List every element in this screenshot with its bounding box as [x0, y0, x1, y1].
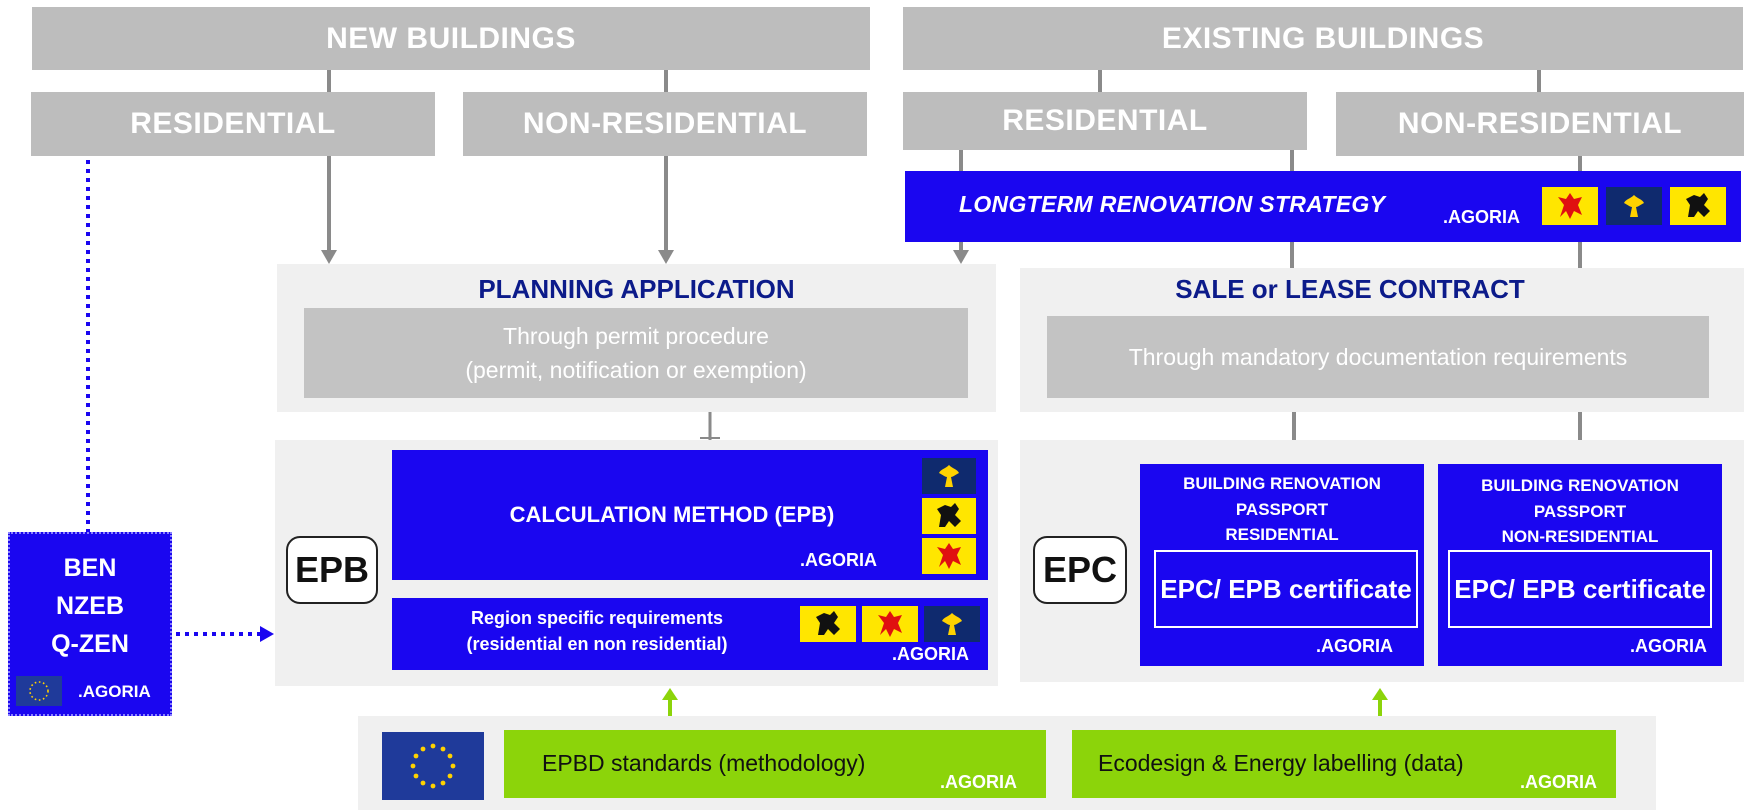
arrowhead-new-nonres — [658, 250, 674, 264]
region-agoria-logo: .AGORIA — [892, 644, 970, 664]
sale-lease-title: SALE or LEASE CONTRACT — [1175, 274, 1525, 304]
epc-certificate-res: EPC/ EPB certificate — [1154, 550, 1418, 628]
new-buildings-header: NEW BUILDINGS — [32, 7, 870, 70]
calculation-method-box: CALCULATION METHOD (EPB) .AGORIA — [392, 450, 988, 580]
existing-non-residential-header: NON-RESIDENTIAL — [1336, 92, 1744, 156]
passport-nonres-line1: BUILDING RENOVATION — [1481, 476, 1679, 495]
bottom-standards-panel: EPBD standards (methodology) .AGORIA Eco… — [358, 716, 1656, 810]
documentation-requirements-text: Through mandatory documentation requirem… — [1128, 344, 1628, 370]
green-arrowhead-epbd — [662, 688, 678, 700]
ben-nzeb-qzen-box: BEN NZEB Q-ZEN .AGORIA — [8, 532, 172, 716]
new-non-residential-header: NON-RESIDENTIAL — [463, 92, 867, 156]
existing-buildings-header: EXISTING BUILDINGS — [903, 7, 1743, 70]
epbd-standards-label: EPBD standards (methodology) — [542, 750, 866, 776]
qzen-label: Q-ZEN — [51, 630, 129, 658]
arrowhead-new-res — [321, 250, 337, 264]
eu-flag-icon — [16, 676, 62, 706]
region-specific-line1: Region specific requirements — [470, 608, 724, 628]
passport-nonres-line2: PASSPORT — [1533, 502, 1627, 521]
renovation-strategy-bar: LONGTERM RENOVATION STRATEGY .AGORIA — [905, 171, 1741, 242]
ecodesign-energy-label: Ecodesign & Energy labelling (data) — [1098, 750, 1464, 776]
calculation-method-title: CALCULATION METHOD (EPB) — [509, 502, 835, 527]
new-residential-header: RESIDENTIAL — [31, 92, 435, 156]
flanders-flag-icon — [922, 498, 976, 534]
wallonia-flag-icon — [862, 606, 918, 642]
passport-res-line3: RESIDENTIAL — [1225, 525, 1339, 544]
epc-panel: EPC BUILDING RENOVATION PASSPORT RESIDEN… — [1020, 440, 1744, 682]
epb-badge: EPB — [286, 536, 378, 604]
permit-procedure-line2: (permit, notification or exemption) — [465, 357, 807, 383]
documentation-requirements-box: Through mandatory documentation requirem… — [1047, 316, 1709, 398]
passport-nonres-agoria-logo: .AGORIA — [1630, 636, 1708, 656]
passport-res-line2: PASSPORT — [1235, 500, 1329, 519]
nzeb-label: NZEB — [55, 592, 125, 620]
eu-flag-icon — [382, 732, 484, 800]
planning-application-title: PLANNING APPLICATION — [478, 274, 795, 304]
brussels-flag-icon — [924, 606, 980, 642]
sale-lease-panel: SALE or LEASE CONTRACT Through mandatory… — [1020, 268, 1744, 412]
epc-badge: EPC — [1033, 536, 1127, 604]
arrowhead-existing-res — [953, 250, 969, 264]
arrowhead-ben — [260, 626, 274, 642]
renovation-agoria-logo: .AGORIA — [1443, 207, 1521, 227]
region-specific-box: Region specific requirements (residentia… — [392, 598, 988, 670]
existing-residential-header: RESIDENTIAL — [903, 92, 1307, 150]
permit-procedure-box: Through permit procedure (permit, notifi… — [304, 308, 968, 398]
renovation-passport-non-residential: BUILDING RENOVATION PASSPORT NON-RESIDEN… — [1438, 464, 1722, 666]
brussels-flag-icon — [1606, 187, 1662, 225]
epb-panel: EPB CALCULATION METHOD (EPB) .AGORIA Reg… — [275, 440, 998, 686]
passport-nonres-line3: NON-RESIDENTIAL — [1501, 527, 1659, 546]
ben-label: BEN — [63, 554, 117, 582]
brussels-flag-icon — [922, 458, 976, 494]
permit-procedure-line1: Through permit procedure — [503, 323, 769, 349]
ecodesign-agoria-logo: .AGORIA — [1520, 772, 1598, 792]
epc-certificate-nonres: EPC/ EPB certificate — [1448, 550, 1712, 628]
green-arrowhead-ecodesign — [1372, 688, 1388, 700]
renovation-passport-residential: BUILDING RENOVATION PASSPORT RESIDENTIAL… — [1140, 464, 1424, 666]
flanders-flag-icon — [800, 606, 856, 642]
calc-agoria-logo: .AGORIA — [800, 550, 878, 570]
epbd-agoria-logo: .AGORIA — [940, 772, 1018, 792]
renovation-strategy-title: LONGTERM RENOVATION STRATEGY — [959, 191, 1386, 217]
ecodesign-energy-box: Ecodesign & Energy labelling (data) .AGO… — [1072, 730, 1616, 798]
region-specific-line2: (residential en non residential) — [466, 634, 728, 654]
epbd-standards-box: EPBD standards (methodology) .AGORIA — [504, 730, 1046, 798]
ben-agoria-logo: .AGORIA — [78, 682, 151, 701]
wallonia-flag-icon — [1542, 187, 1598, 225]
passport-res-line1: BUILDING RENOVATION — [1183, 474, 1381, 493]
wallonia-flag-icon — [922, 538, 976, 574]
planning-application-panel: PLANNING APPLICATION Through permit proc… — [277, 264, 996, 412]
flanders-flag-icon — [1670, 187, 1726, 225]
passport-res-agoria-logo: .AGORIA — [1316, 636, 1394, 656]
